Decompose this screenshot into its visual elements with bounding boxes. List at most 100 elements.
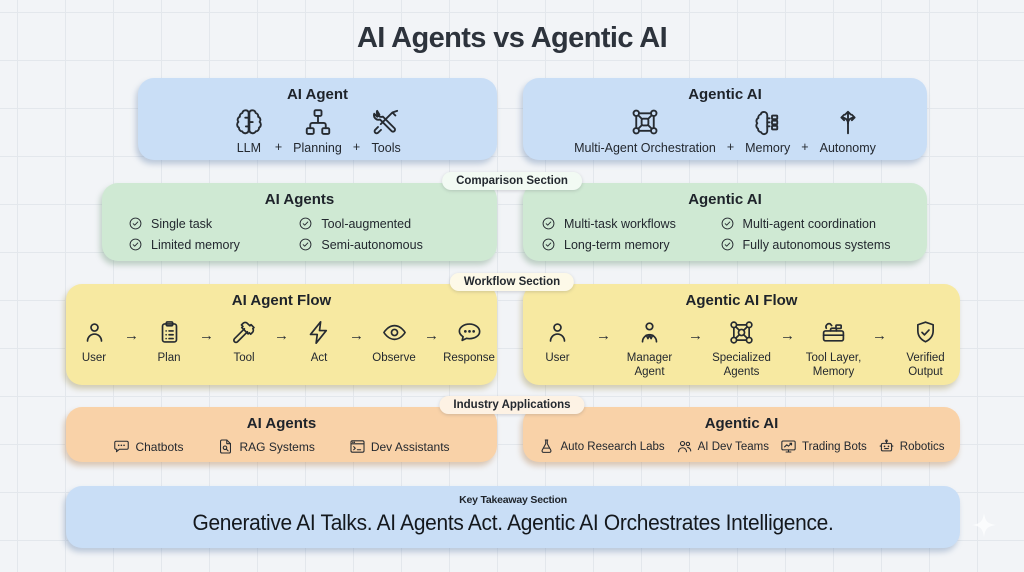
manager-agent-icon [636,319,663,346]
orchestration-icon [630,107,660,137]
comparison-left-items: Single task Tool-augmented Limited memor… [102,216,497,252]
eye-icon [381,319,408,346]
flow-step: Plan [143,319,195,366]
check-item-label: Limited memory [151,237,240,252]
check-item-label: Long-term memory [564,237,670,252]
component-planning: Planning [293,107,342,155]
industry-item-label: Trading Bots [802,440,867,453]
flow-step-label: Plan [157,352,181,364]
check-item-label: Semi-autonomous [321,237,423,252]
workflow-section-label: Workflow Section [449,273,575,291]
check-item: Multi-agent coordination [720,216,913,231]
comparison-right-items: Multi-task workflows Multi-agent coordin… [523,216,927,252]
flow-step-label: Verified Output [906,352,945,378]
flow-step: Manager Agent [615,319,684,379]
industry-left-title: AI Agents [246,415,317,432]
trading-icon [780,438,797,455]
industry-right-title: Agentic AI [704,415,779,432]
check-item-label: Fully autonomous systems [742,237,891,252]
check-item: Multi-task workflows [541,216,720,231]
arrow-right-icon: → [349,327,364,344]
industry-item-label: RAG Systems [239,439,315,454]
takeaway-section-label: Key Takeaway Section [459,494,567,506]
agentic-ai-flow-steps: User → Manager Agent → Specialized Agent… [523,319,960,379]
toolbox-icon [820,319,847,346]
agentic-ai-components: Multi-Agent Orchestration + Memory + Aut… [523,107,927,155]
flow-step-label: Specialized Agents [712,352,771,378]
agentic-ai-flow-card: Agentic AI Flow User → Manager Agent → S… [523,284,960,385]
clipboard-icon [156,319,183,346]
component-label: LLM [236,141,262,155]
arrow-right-icon: → [596,327,611,344]
industry-section-label: Industry Applications [439,396,585,414]
component-label: Multi-Agent Orchestration [574,141,716,155]
flow-step-label: Act [310,352,328,364]
industry-agentic-ai-card: Agentic AI Auto Research Labs AI Dev Tea… [523,407,960,462]
arrow-right-icon: → [688,327,703,344]
team-icon [676,438,693,455]
flow-step-label: Tool Layer, Memory [805,352,862,378]
industry-right-items: Auto Research Labs AI Dev Teams Trading … [523,438,960,455]
autonomy-icon [833,107,863,137]
arrow-right-icon: → [424,327,439,344]
flow-step: User [523,319,592,366]
industry-item: Chatbots [113,438,183,455]
component-memory: Memory [745,107,790,155]
check-circle-icon [298,237,313,252]
comparison-ai-agents-card: AI Agents Single task Tool-augmented Lim… [102,183,497,261]
takeaway-text: Generative AI Talks. AI Agents Act. Agen… [192,510,834,535]
industry-left-items: Chatbots RAG Systems Dev Assistants [66,438,497,455]
agents-network-icon [728,319,755,346]
check-circle-icon [720,216,735,231]
agentic-ai-flow-title: Agentic AI Flow [685,292,798,309]
check-item: Limited memory [128,237,298,252]
flow-step: Specialized Agents [707,319,776,379]
industry-ai-agents-card: AI Agents Chatbots RAG Systems Dev Assis… [66,407,497,462]
industry-item: Auto Research Labs [538,438,665,455]
ai-agent-card-title: AI Agent [286,86,349,103]
plus-separator: + [801,140,809,154]
hammer-icon [231,319,258,346]
flow-step: Tool [218,319,270,366]
chat-icon [113,438,130,455]
flow-step-label: Observe [372,352,416,364]
industry-item-label: Robotics [899,440,945,453]
tools-icon [371,107,401,137]
flow-step: Tool Layer, Memory [799,319,868,379]
check-item-label: Multi-task workflows [564,216,676,231]
flow-step: Verified Output [891,319,960,379]
industry-item-label: Auto Research Labs [560,440,665,453]
agentic-ai-card-title: Agentic AI [688,86,762,103]
page-title: AI Agents vs Agentic AI [356,22,668,54]
ai-agent-card: AI Agent LLM + Planning + Tools [138,78,497,160]
arrow-right-icon: → [199,327,214,344]
arrow-right-icon: → [274,327,289,344]
component-autonomy: Autonomy [820,107,876,155]
flow-step: Act [293,319,345,366]
industry-item-label: AI Dev Teams [697,440,770,453]
industry-item-label: Dev Assistants [370,439,450,454]
check-circle-icon [128,216,143,231]
comparison-agentic-ai-card: Agentic AI Multi-task workflows Multi-ag… [523,183,927,261]
comparison-section-label: Comparison Section [442,172,582,190]
flow-step: Response [443,319,495,366]
flow-step: Observe [368,319,420,366]
user-icon [544,319,571,346]
flask-icon [538,438,555,455]
bolt-icon [306,319,333,346]
arrow-right-icon: → [780,327,795,344]
component-label: Memory [745,141,791,155]
check-circle-icon [541,216,556,231]
flow-step-label: User [545,352,570,364]
industry-item: Dev Assistants [349,438,450,455]
check-item: Tool-augmented [298,216,483,231]
check-item: Long-term memory [541,237,720,252]
flow-step-label: Response [443,352,495,364]
terminal-icon [349,438,366,455]
component-llm: LLM [234,107,264,155]
brain-icon [234,107,264,137]
comparison-left-title: AI Agents [264,191,335,208]
memory-icon [753,107,783,137]
component-label: Autonomy [819,141,876,155]
